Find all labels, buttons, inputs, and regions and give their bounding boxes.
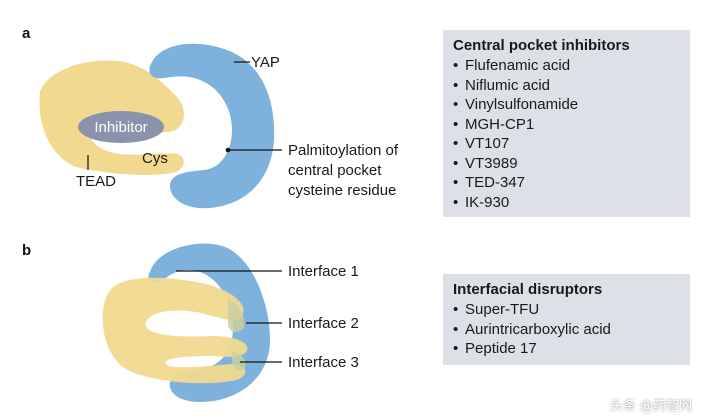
panel-b-letter: b <box>22 242 31 259</box>
list-item: IK-930 <box>453 193 680 213</box>
inhibitor-molecule: Inhibitor <box>78 111 164 143</box>
inhibitor-label: Inhibitor <box>94 119 147 136</box>
interface1-label: Interface 1 <box>288 263 359 280</box>
list-item: Flufenamic acid <box>453 56 680 76</box>
central-pocket-inhibitors-title: Central pocket inhibitors <box>453 37 630 54</box>
interfacial-disruptors-box: Interfacial disruptors Super-TFU Aurintr… <box>443 274 690 365</box>
watermark: 头条 @药智网 <box>609 399 692 414</box>
yap-protein-a <box>149 43 275 209</box>
interfacial-disruptors-list: Super-TFU Aurintricarboxylic acid Peptid… <box>453 300 680 359</box>
central-pocket-inhibitors-list: Flufenamic acid Niflumic acid Vinylsulfo… <box>453 56 680 212</box>
tead-protein-b <box>102 277 248 384</box>
interfacial-disruptors-title: Interfacial disruptors <box>453 281 603 298</box>
interface3-label: Interface 3 <box>288 354 359 371</box>
palmitoylation-label-line3: cysteine residue <box>288 182 396 199</box>
tead-label: TEAD <box>76 173 116 190</box>
yap-label: YAP <box>251 54 280 71</box>
interface-overlaps <box>228 300 246 371</box>
list-item: Vinylsulfonamide <box>453 95 680 115</box>
list-item: Niflumic acid <box>453 76 680 96</box>
panel-a-letter: a <box>22 25 31 42</box>
list-item: Super-TFU <box>453 300 680 320</box>
palmitoylation-label-line2: central pocket <box>288 162 382 179</box>
list-item: VT3989 <box>453 154 680 174</box>
central-pocket-inhibitors-box: Central pocket inhibitors Flufenamic aci… <box>443 30 690 217</box>
list-item: Aurintricarboxylic acid <box>453 320 680 340</box>
tead-protein-a <box>39 60 184 175</box>
list-item: TED-347 <box>453 173 680 193</box>
palmitoylation-label-line1: Palmitoylation of <box>288 142 399 159</box>
list-item: MGH-CP1 <box>453 115 680 135</box>
cys-label: Cys <box>142 150 168 167</box>
interface2-label: Interface 2 <box>288 315 359 332</box>
list-item: Peptide 17 <box>453 339 680 359</box>
list-item: VT107 <box>453 134 680 154</box>
